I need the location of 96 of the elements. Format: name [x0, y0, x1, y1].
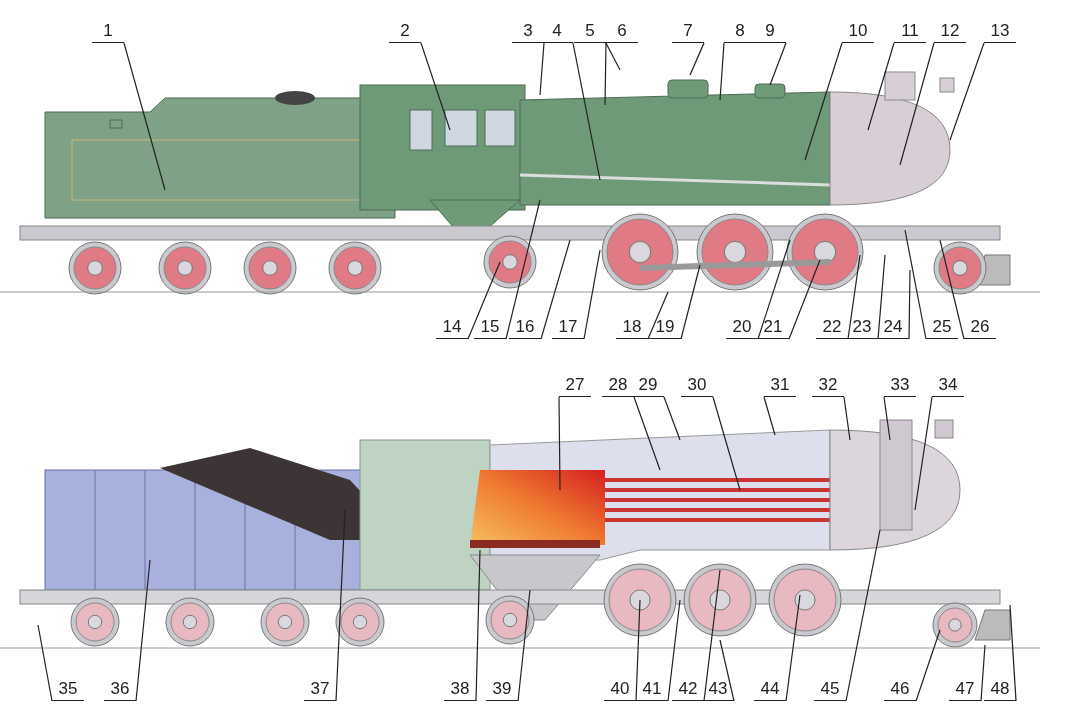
- callout-number: 20: [726, 317, 758, 339]
- callout-number: 41: [636, 679, 668, 701]
- leader-line: [663, 396, 681, 441]
- callout-number: 31: [764, 375, 796, 397]
- leader-line: [785, 594, 801, 702]
- callout-number: 4: [541, 21, 573, 43]
- leader-line: [605, 42, 621, 71]
- leader-line: [635, 599, 641, 702]
- callout-number: 28: [602, 375, 634, 397]
- callout-number: 13: [984, 21, 1016, 43]
- callout-number: 33: [884, 375, 916, 397]
- leader-line: [123, 42, 166, 191]
- leader-line: [712, 396, 741, 491]
- leader-line: [572, 42, 601, 181]
- leader-line: [788, 259, 821, 340]
- leader-line: [420, 42, 451, 131]
- leader-line: [558, 396, 561, 491]
- callout-number: 3: [512, 21, 544, 43]
- callout-number: 5: [574, 21, 606, 43]
- leader-line: [719, 42, 725, 101]
- callout-number: 15: [474, 317, 506, 339]
- callout-number: 38: [444, 679, 476, 701]
- callout-number: 37: [304, 679, 336, 701]
- leader-line: [505, 199, 541, 340]
- callout-number: 39: [486, 679, 518, 701]
- callout-number: 16: [509, 317, 541, 339]
- leader-line: [980, 644, 986, 702]
- callout-number: 21: [757, 317, 789, 339]
- leader-line: [467, 261, 501, 340]
- leader-line: [540, 239, 571, 340]
- leader-line: [757, 239, 791, 340]
- callout-number: 9: [754, 21, 786, 43]
- leader-line: [633, 396, 661, 471]
- callout-number: 14: [436, 317, 468, 339]
- leader-line: [37, 624, 53, 702]
- leader-line: [647, 291, 669, 340]
- leader-line: [904, 229, 927, 340]
- callout-number: 19: [649, 317, 681, 339]
- callout-number: 6: [606, 21, 638, 43]
- callout-number: 30: [681, 375, 713, 397]
- leader-line: [680, 264, 701, 340]
- leader-line: [763, 396, 776, 436]
- leader-line: [475, 549, 481, 702]
- leader-line: [703, 569, 721, 702]
- leader-line: [335, 509, 346, 702]
- callout-number: 17: [552, 317, 584, 339]
- leader-line: [1009, 604, 1017, 702]
- callout-number: 45: [814, 679, 846, 701]
- callout-number: 46: [884, 679, 916, 701]
- leader-line: [843, 396, 851, 441]
- leader-line: [915, 629, 941, 702]
- leader-line: [899, 42, 935, 166]
- leader-line: [804, 42, 843, 161]
- leader-line: [539, 42, 545, 96]
- leader-line: [135, 559, 151, 702]
- leader-line: [908, 269, 911, 340]
- callout-number: 42: [672, 679, 704, 701]
- callout-number: 43: [702, 679, 734, 701]
- callout-number: 8: [724, 21, 756, 43]
- callout-number: 29: [632, 375, 664, 397]
- callout-number: 36: [104, 679, 136, 701]
- callout-number: 44: [754, 679, 786, 701]
- callout-number: 22: [816, 317, 848, 339]
- callout-number: 12: [934, 21, 966, 43]
- callout-number: 18: [616, 317, 648, 339]
- callout-number: 23: [846, 317, 878, 339]
- leader-line: [877, 254, 886, 340]
- leader-line: [667, 599, 681, 702]
- callout-number: 47: [949, 679, 981, 701]
- callout-number: 1: [92, 21, 124, 43]
- callout-number: 7: [672, 21, 704, 43]
- leader-line: [883, 396, 891, 441]
- leader-line: [719, 639, 735, 702]
- callout-number: 27: [559, 375, 591, 397]
- callout-number: 40: [604, 679, 636, 701]
- leader-line: [517, 589, 531, 702]
- leader-line: [867, 42, 895, 131]
- leader-line: [914, 396, 933, 511]
- leader-line: [689, 42, 705, 76]
- callout-number: 11: [894, 21, 926, 43]
- leader-line: [769, 42, 787, 86]
- leader-line: [845, 529, 881, 702]
- callout-number: 10: [842, 21, 874, 43]
- callout-number: 48: [984, 679, 1016, 701]
- leader-line: [847, 254, 861, 340]
- leader-line: [604, 42, 607, 106]
- leader-line: [939, 239, 965, 340]
- callout-number: 34: [932, 375, 964, 397]
- leader-line: [949, 42, 985, 141]
- callout-number: 25: [926, 317, 958, 339]
- callout-number: 2: [389, 21, 421, 43]
- callout-number: 26: [964, 317, 996, 339]
- callout-number: 35: [52, 679, 84, 701]
- callout-number: 32: [812, 375, 844, 397]
- callout-number: 24: [877, 317, 909, 339]
- leader-line: [583, 249, 601, 340]
